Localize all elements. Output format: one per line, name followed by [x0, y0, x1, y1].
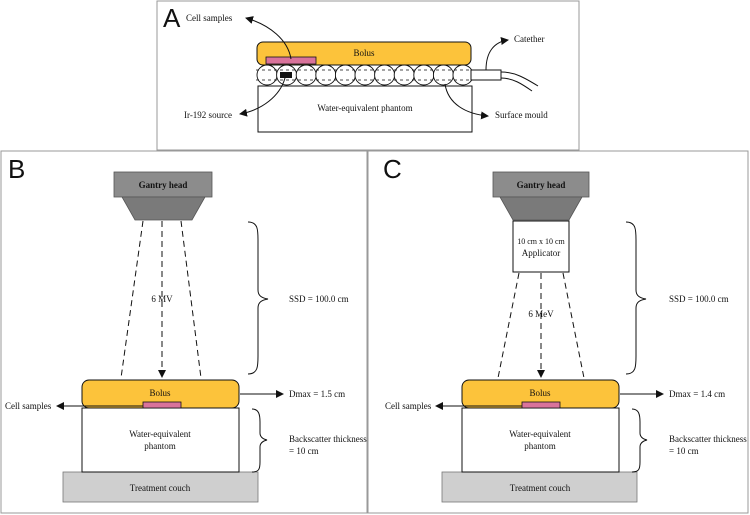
panel-a-cell-samples-label: Cell samples: [186, 13, 233, 23]
panel-a: A Water-equivalent phantom Bolus Cell sa…: [156, 0, 580, 151]
source-leader: [239, 77, 286, 117]
panel-c-applicator-label-1: 10 cm x 10 cm: [517, 237, 565, 246]
panel-b-frame: [0, 150, 368, 514]
panel-c-phantom: [461, 407, 620, 473]
panel-b-beam-left: [120, 220, 144, 379]
panel-a-source-label: Ir-192 source: [184, 110, 232, 120]
panel-a-surface-mould-label: Surface mould: [495, 110, 548, 120]
panel-b-ssd-brace: [247, 221, 269, 375]
panel-c-bolus-label: Bolus: [529, 388, 551, 398]
panel-a-bolus-label: Bolus: [353, 48, 375, 58]
mould-tube-circle: [354, 64, 376, 86]
cell-samples-leader: [245, 16, 292, 60]
panel-b-phantom-label-1: Water-equivalent: [129, 429, 191, 439]
panel-c-ssd-brace: [625, 221, 647, 375]
panel-c-beam-left: [497, 272, 520, 379]
mould-tube-circle: [334, 64, 356, 86]
panel-c-gantry-label: Gantry head: [517, 180, 566, 190]
panel-b: B Gantry head 6 MV SSD = 100.0 cm Treatm…: [0, 150, 368, 514]
panel-c-cell-sample: [521, 401, 561, 409]
panel-b-gantry-head: [113, 171, 213, 198]
panel-c-beam-right: [562, 272, 585, 379]
panel-c-backscatter-label-1: Backscatter thickness: [669, 434, 747, 444]
catheter-tube: [470, 69, 502, 81]
panel-b-backscatter-label-2: = 10 cm: [289, 446, 319, 456]
panel-c-beam-label: 6 MeV: [528, 309, 554, 319]
panel-b-backscatter-brace: [251, 408, 268, 473]
surface-mould-leader: [444, 83, 489, 120]
catheter-leader: [485, 37, 509, 71]
panel-a-frame: [156, 0, 580, 151]
panel-b-cell-sample: [142, 401, 182, 409]
catheter-wire-1: [500, 71, 539, 87]
panel-b-beam-right: [180, 220, 202, 379]
mould-tube-circle: [295, 64, 317, 86]
panel-c-phantom-label-1: Water-equivalent: [509, 429, 571, 439]
panel-c: C Gantry head 10 cm x 10 cm Applicator 6…: [367, 150, 749, 514]
mould-tube-circle: [315, 64, 337, 86]
panel-c-applicator: [512, 220, 570, 273]
panel-b-letter: B: [8, 154, 25, 184]
panel-a-catheter-label: Catether: [514, 34, 545, 44]
panel-b-treatment-couch: [62, 471, 259, 503]
panel-c-gantry-head: [492, 171, 590, 198]
panel-c-backscatter-brace: [631, 408, 648, 473]
panel-c-phantom-label-2: phantom: [524, 441, 556, 451]
panel-b-cell-samples-label: Cell samples: [5, 401, 52, 411]
mould-tube-circle: [413, 64, 435, 86]
panel-b-beam-label: 6 MV: [151, 294, 173, 304]
panel-b-phantom-label-2: phantom: [144, 441, 176, 451]
mould-tube-circle: [432, 64, 454, 86]
panel-c-backscatter-label-2: = 10 cm: [669, 446, 699, 456]
panel-b-couch-label: Treatment couch: [130, 483, 191, 493]
panel-c-couch-label: Treatment couch: [510, 483, 571, 493]
panel-c-letter: C: [383, 154, 402, 184]
panel-c-applicator-label-2: Applicator: [522, 248, 561, 258]
panel-b-bolus-label: Bolus: [149, 388, 171, 398]
panel-b-gantry-label: Gantry head: [139, 180, 188, 190]
panel-c-cell-samples-label: Cell samples: [385, 401, 432, 411]
panel-a-letter: A: [163, 3, 181, 33]
mould-tube-circle: [256, 64, 278, 86]
panel-a-phantom-label: Water-equivalent phantom: [317, 103, 412, 113]
panel-c-treatment-couch: [441, 471, 638, 503]
panel-c-ssd-label: SSD = 100.0 cm: [669, 294, 729, 304]
ir192-source: [280, 72, 292, 78]
mould-tube-circle: [374, 64, 396, 86]
panel-b-gantry-collimator: [121, 196, 206, 221]
panel-c-gantry-collimator: [499, 196, 583, 221]
panel-a-phantom: [257, 85, 473, 133]
panel-b-phantom: [81, 407, 240, 473]
panel-b-backscatter-label-1: Backscatter thickness: [289, 434, 367, 444]
panel-c-frame: [367, 150, 749, 514]
mould-tube-circle: [452, 64, 474, 86]
panel-c-dmax-label: Dmax = 1.4 cm: [669, 389, 725, 399]
panel-b-ssd-label: SSD = 100.0 cm: [289, 294, 349, 304]
mould-tube-circle: [393, 64, 415, 86]
catheter-wire-2: [500, 77, 533, 92]
panel-b-dmax-label: Dmax = 1.5 cm: [289, 389, 345, 399]
